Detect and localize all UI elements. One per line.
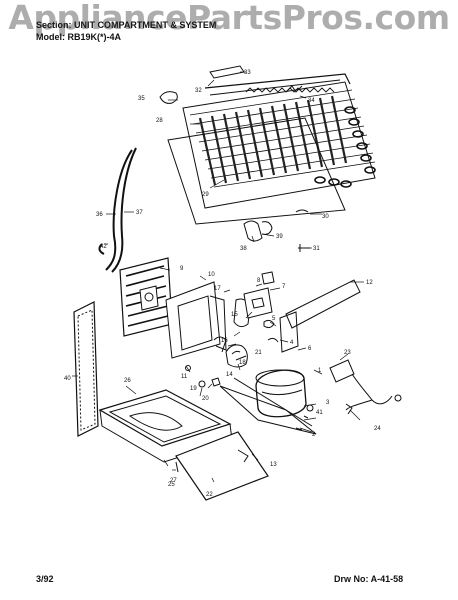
part-callout-35: 35 bbox=[138, 96, 145, 102]
part-callout-18: 18 bbox=[239, 360, 246, 366]
side-plate bbox=[279, 311, 299, 353]
fan-bracket-opening bbox=[177, 295, 213, 351]
part-callout-31: 31 bbox=[313, 246, 320, 252]
part-callout-2: 2 bbox=[312, 432, 316, 438]
coil-shelf bbox=[167, 117, 346, 225]
part-callout-19: 19 bbox=[190, 386, 197, 392]
part-callout-21: 21 bbox=[255, 350, 262, 356]
overload-protector bbox=[329, 359, 355, 383]
part-callout-4: 4 bbox=[290, 340, 294, 346]
drier-parts bbox=[243, 220, 273, 242]
part-callout-3: 3 bbox=[326, 400, 330, 406]
cord-grommet bbox=[394, 394, 402, 402]
relay-window bbox=[251, 297, 265, 309]
part-callout-7: 7 bbox=[282, 284, 286, 290]
clip-part bbox=[159, 91, 178, 104]
part-callout-14: 14 bbox=[226, 372, 233, 378]
part-20 bbox=[211, 377, 221, 387]
part-27 bbox=[175, 461, 179, 473]
part-callout-6: 6 bbox=[308, 346, 312, 352]
part-callout-39: 39 bbox=[276, 234, 283, 240]
watermark-text: AppliancePartsPros.com bbox=[8, 0, 450, 37]
drawing-date: 3/92 bbox=[36, 574, 54, 584]
part-callout-29: 29 bbox=[202, 192, 209, 198]
compressor bbox=[255, 369, 307, 418]
part-callout-32: 32 bbox=[195, 88, 202, 94]
part-callout-28: 28 bbox=[156, 118, 163, 124]
fan-shroud bbox=[119, 257, 173, 337]
side-panel-40 bbox=[73, 301, 99, 437]
part-callout-33: 33 bbox=[244, 70, 251, 76]
part-callout-23: 23 bbox=[344, 350, 351, 356]
part-callout-26: 26 bbox=[124, 378, 131, 384]
part-callout-16: 16 bbox=[221, 338, 228, 344]
power-cord bbox=[345, 373, 393, 415]
part-callout-41: 41 bbox=[316, 410, 323, 416]
part-callout-13: 13 bbox=[270, 462, 277, 468]
relay-housing bbox=[243, 287, 273, 319]
leader-lines bbox=[72, 71, 364, 483]
part-callout-37: 37 bbox=[136, 210, 143, 216]
bracket-30 bbox=[295, 209, 309, 213]
bracket-7 bbox=[261, 271, 275, 285]
access-cover bbox=[175, 431, 269, 501]
fan-motor bbox=[213, 336, 248, 368]
part-callout-38: 38 bbox=[240, 246, 247, 252]
part-callout-24: 24 bbox=[374, 426, 381, 432]
fan-bracket bbox=[165, 281, 221, 359]
drain-pan bbox=[98, 389, 233, 463]
part-callout-9: 9 bbox=[180, 266, 184, 272]
part-callout-27: 27 bbox=[170, 478, 177, 484]
section-title: Section: UNIT COMPARTMENT & SYSTEM bbox=[36, 20, 217, 30]
part-callout-17: 17 bbox=[214, 286, 221, 292]
part-19 bbox=[198, 380, 206, 388]
part-callout-36: 36 bbox=[96, 212, 103, 218]
part-callout-12: 12 bbox=[366, 280, 373, 286]
clip-4 bbox=[267, 337, 279, 343]
part-callout-15: 15 bbox=[231, 312, 238, 318]
callout-labels: 1234567891011121314151617181920212223242… bbox=[64, 70, 381, 498]
part-13 bbox=[237, 449, 249, 463]
part-11 bbox=[185, 365, 191, 371]
mounting-bracket bbox=[209, 65, 245, 79]
part-callout-42: 42 bbox=[100, 244, 107, 250]
clip-21 bbox=[263, 319, 275, 329]
rear-panel-12 bbox=[285, 279, 361, 329]
model-title: Model: RB19K(*)-4A bbox=[36, 32, 122, 42]
part-callout-1: 1 bbox=[318, 368, 322, 374]
part-callout-40: 40 bbox=[64, 376, 71, 382]
part-callout-22: 22 bbox=[206, 492, 213, 498]
wire-tie bbox=[285, 85, 303, 93]
tubing bbox=[98, 147, 137, 273]
part-callout-30: 30 bbox=[322, 214, 329, 220]
part-callout-34: 34 bbox=[308, 98, 315, 104]
part-callout-25: 25 bbox=[168, 482, 175, 488]
fan-bracket-side bbox=[209, 295, 227, 351]
part-callout-10: 10 bbox=[208, 272, 215, 278]
base-rail bbox=[233, 377, 313, 427]
part-callout-11: 11 bbox=[181, 374, 188, 380]
part-callout-8: 8 bbox=[257, 278, 261, 284]
part-callout-20: 20 bbox=[202, 396, 209, 402]
condenser-coil bbox=[182, 73, 376, 209]
screws-2-3 bbox=[295, 415, 309, 431]
motor-bracket bbox=[233, 298, 251, 328]
compressor-base bbox=[219, 385, 317, 435]
grommet-41 bbox=[306, 404, 314, 412]
part-callout-5: 5 bbox=[272, 316, 276, 322]
drawing-number: Drw No: A-41-58 bbox=[334, 574, 404, 584]
